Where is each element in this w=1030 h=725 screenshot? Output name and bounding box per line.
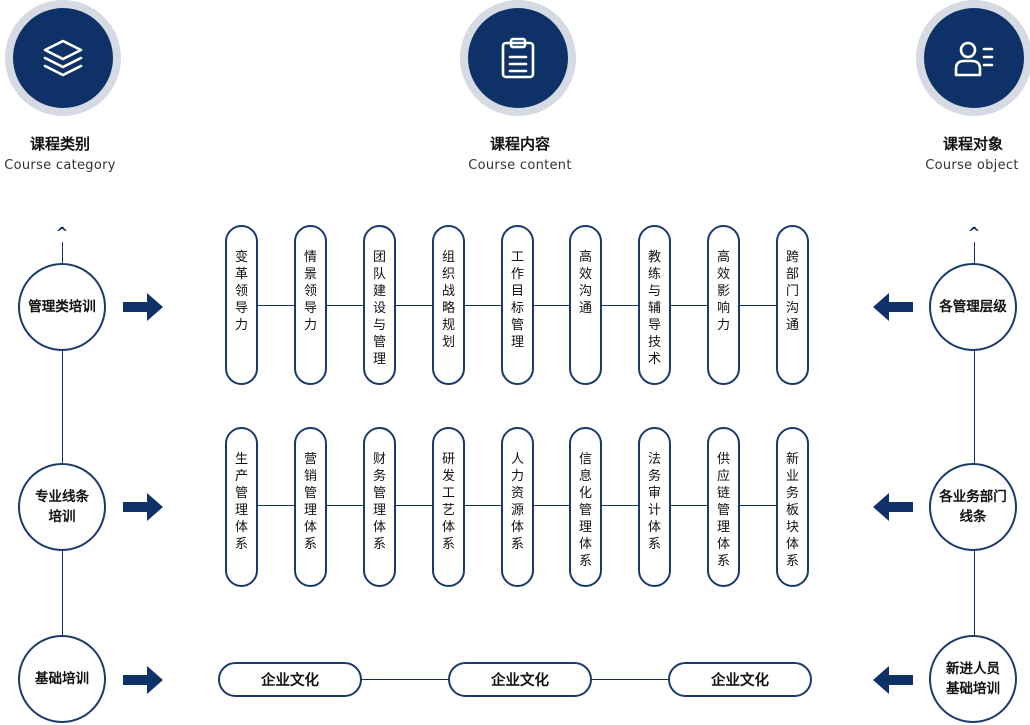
course-pill: 生产管理体系 — [225, 427, 258, 587]
course-pill: 变革领导力 — [225, 225, 258, 385]
left-caret: ^ — [55, 224, 69, 242]
user-list-icon — [954, 41, 994, 77]
arrow-right-icon — [123, 293, 163, 321]
category-basic: 基础培训 — [18, 635, 106, 723]
arrow-right-icon — [123, 493, 163, 521]
object-new-staff: 新进人员 基础培训 — [929, 635, 1017, 723]
arrow-left-icon — [873, 493, 913, 521]
course-pill-label: 营销管理体系 — [303, 452, 317, 552]
course-pill: 信息化管理体系 — [569, 427, 602, 587]
course-pill-label: 生产管理体系 — [234, 452, 248, 552]
course-pill: 高效沟通 — [569, 225, 602, 385]
content-icon-circle — [460, 0, 576, 116]
culture-pill: 企业文化 — [448, 662, 592, 697]
course-pill: 跨部门沟通 — [776, 225, 809, 385]
course-pill: 人力资源体系 — [501, 427, 534, 587]
course-pill: 工作目标管理 — [501, 225, 534, 385]
object-business-lines: 各业务部门 线条 — [929, 463, 1017, 551]
clipboard-icon — [501, 37, 535, 79]
course-pill-label: 变革领导力 — [234, 250, 248, 333]
object-icon-circle — [916, 0, 1030, 116]
course-pill: 组织战略规划 — [432, 225, 465, 385]
course-pill: 法务审计体系 — [638, 427, 671, 587]
course-pill: 团队建设与管理 — [363, 225, 396, 385]
right-caret: ^ — [967, 224, 981, 242]
course-pill-label: 人力资源体系 — [510, 452, 524, 552]
category-management: 管理类培训 — [18, 263, 106, 351]
content-title: 课程内容 — [489, 135, 550, 153]
category-title: 课程类别 — [29, 135, 90, 153]
course-pill-label: 信息化管理体系 — [578, 452, 592, 569]
category-subtitle: Course category — [4, 158, 116, 173]
arrow-left-icon — [873, 293, 913, 321]
category-professional: 专业线条 培训 — [18, 463, 106, 551]
course-pill: 新业务板块体系 — [776, 427, 809, 587]
course-pill-label: 法务审计体系 — [647, 452, 661, 552]
course-pill-label: 组织战略规划 — [441, 250, 455, 350]
course-pill-label: 团队建设与管理 — [372, 250, 386, 367]
object-title: 课程对象 — [942, 135, 1003, 153]
course-pill-label: 财务管理体系 — [372, 452, 386, 552]
course-pill-label: 新业务板块体系 — [785, 452, 799, 569]
culture-pill: 企业文化 — [218, 662, 362, 697]
course-pill-label: 跨部门沟通 — [785, 250, 799, 333]
course-pill-label: 情景领导力 — [303, 250, 317, 333]
content-subtitle: Course content — [468, 158, 572, 173]
course-pill-label: 工作目标管理 — [510, 250, 524, 350]
course-pill: 研发工艺体系 — [432, 427, 465, 587]
arrow-right-icon — [123, 666, 163, 694]
course-pill-label: 高效沟通 — [578, 250, 592, 316]
right-vertical-line — [974, 242, 975, 642]
course-pill: 情景领导力 — [294, 225, 327, 385]
course-pill: 高效影响力 — [707, 225, 740, 385]
course-pill: 供应链管理体系 — [707, 427, 740, 587]
left-vertical-line — [62, 242, 63, 642]
object-subtitle: Course object — [925, 158, 1019, 173]
course-pill: 教练与辅导技术 — [638, 225, 671, 385]
layers-icon — [43, 39, 83, 77]
culture-pill: 企业文化 — [668, 662, 812, 697]
course-pill: 营销管理体系 — [294, 427, 327, 587]
course-pill: 财务管理体系 — [363, 427, 396, 587]
object-management-levels: 各管理层级 — [929, 263, 1017, 351]
course-pill-label: 供应链管理体系 — [716, 452, 730, 569]
course-pill-label: 教练与辅导技术 — [647, 250, 661, 367]
category-icon-circle — [5, 0, 121, 116]
arrow-left-icon — [873, 666, 913, 694]
course-pill-label: 研发工艺体系 — [441, 452, 455, 552]
course-pill-label: 高效影响力 — [716, 250, 730, 333]
